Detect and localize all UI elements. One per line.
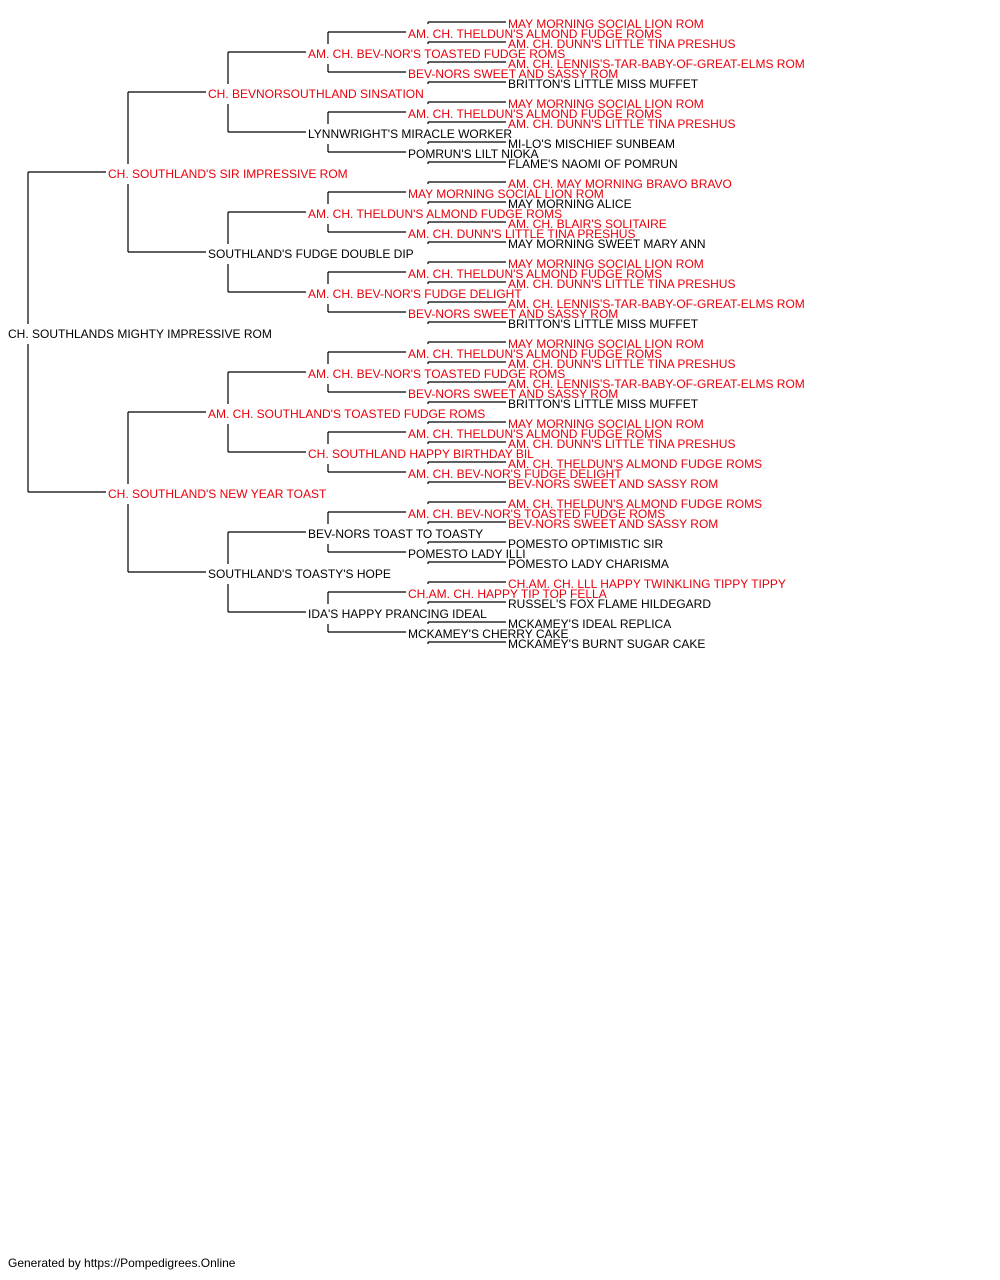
sire-name[interactable]: MAY MORNING SOCIAL LION ROM (508, 337, 704, 351)
dam-name[interactable]: BRITTON'S LITTLE MISS MUFFET (508, 77, 699, 91)
dam-name[interactable]: IDA'S HAPPY PRANCING IDEAL (308, 607, 487, 621)
dam-name[interactable]: SOUTHLAND'S FUDGE DOUBLE DIP (208, 247, 414, 261)
dam-name[interactable]: AM. CH. DUNN'S LITTLE TINA PRESHUS (508, 277, 735, 291)
sire-name[interactable]: AM. CH. THELDUN'S ALMOND FUDGE ROMS (408, 27, 662, 41)
sire-name[interactable]: MAY MORNING SOCIAL LION ROM (408, 187, 604, 201)
sire-name[interactable]: AM. CH. THELDUN'S ALMOND FUDGE ROMS (508, 457, 762, 471)
dam-name[interactable]: MCKAMEY'S CHERRY CAKE (408, 627, 569, 641)
dam-name[interactable]: AM. CH. DUNN'S LITTLE TINA PRESHUS (508, 37, 735, 51)
dam-name[interactable]: BEV-NORS SWEET AND SASSY ROM (408, 307, 618, 321)
sire-name[interactable]: AM. CH. THELDUN'S ALMOND FUDGE ROMS (408, 347, 662, 361)
sire-name[interactable]: AM. CH. BEV-NOR'S TOASTED FUDGE ROMS (308, 47, 565, 61)
dam-name[interactable]: AM. CH. BEV-NOR'S FUDGE DELIGHT (308, 287, 522, 301)
sire-name[interactable]: AM. CH. LENNIS'S-TAR-BABY-OF-GREAT-ELMS … (508, 297, 805, 311)
sire-name[interactable]: POMESTO OPTIMISTIC SIR (508, 537, 663, 551)
dam-name[interactable]: RUSSEL'S FOX FLAME HILDEGARD (508, 597, 711, 611)
dam-name[interactable]: AM. CH. DUNN'S LITTLE TINA PRESHUS (508, 437, 735, 451)
sire-name[interactable]: MAY MORNING SOCIAL LION ROM (508, 97, 704, 111)
sire-name[interactable]: AM. CH. THELDUN'S ALMOND FUDGE ROMS (508, 497, 762, 511)
dam-name[interactable]: POMESTO LADY CHARISMA (508, 557, 669, 571)
dam-name[interactable]: SOUTHLAND'S TOASTY'S HOPE (208, 567, 391, 581)
sire-name[interactable]: AM. CH. LENNIS'S-TAR-BABY-OF-GREAT-ELMS … (508, 377, 805, 391)
sire-name[interactable]: MAY MORNING SOCIAL LION ROM (508, 257, 704, 271)
sire-name[interactable]: AM. CH. THELDUN'S ALMOND FUDGE ROMS (408, 427, 662, 441)
sire-name[interactable]: AM. CH. THELDUN'S ALMOND FUDGE ROMS (308, 207, 562, 221)
dam-name[interactable]: BEV-NORS SWEET AND SASSY ROM (508, 517, 718, 531)
dam-name[interactable]: CH. SOUTHLAND HAPPY BIRTHDAY BIL (308, 447, 534, 461)
sire-name[interactable]: AM. CH. THELDUN'S ALMOND FUDGE ROMS (408, 107, 662, 121)
subject-dog-name[interactable]: CH. SOUTHLANDS MIGHTY IMPRESSIVE ROM (8, 327, 272, 341)
sire-name[interactable]: CH. BEVNORSOUTHLAND SINSATION (208, 87, 424, 101)
dam-name[interactable]: BRITTON'S LITTLE MISS MUFFET (508, 397, 699, 411)
dam-name[interactable]: AM. CH. DUNN'S LITTLE TINA PRESHUS (508, 117, 735, 131)
dam-name[interactable]: AM. CH. DUNN'S LITTLE TINA PRESHUS (508, 357, 735, 371)
dam-name[interactable]: MAY MORNING ALICE (508, 197, 632, 211)
dam-name[interactable]: BEV-NORS SWEET AND SASSY ROM (508, 477, 718, 491)
dam-name[interactable]: POMRUN'S LILT NIOKA (408, 147, 539, 161)
dam-name[interactable]: AM. CH. DUNN'S LITTLE TINA PRESHUS (408, 227, 635, 241)
dam-name[interactable]: MAY MORNING SWEET MARY ANN (508, 237, 706, 251)
sire-name[interactable]: AM. CH. LENNIS'S-TAR-BABY-OF-GREAT-ELMS … (508, 57, 805, 71)
sire-name[interactable]: AM. CH. SOUTHLAND'S TOASTED FUDGE ROMS (208, 407, 485, 421)
sire-name[interactable]: AM. CH. MAY MORNING BRAVO BRAVO (508, 177, 732, 191)
footer-credit: Generated by https://Pompedigrees.Online (8, 1256, 236, 1270)
dam-name[interactable]: CH. SOUTHLAND'S NEW YEAR TOAST (108, 487, 327, 501)
dam-name[interactable]: BEV-NORS SWEET AND SASSY ROM (408, 67, 618, 81)
dam-name[interactable]: BRITTON'S LITTLE MISS MUFFET (508, 317, 699, 331)
dam-name[interactable]: BEV-NORS SWEET AND SASSY ROM (408, 387, 618, 401)
dam-name[interactable]: AM. CH. BEV-NOR'S FUDGE DELIGHT (408, 467, 622, 481)
sire-name[interactable]: AM. CH. BLAIR'S SOLITAIRE (508, 217, 667, 231)
sire-name[interactable]: AM. CH. THELDUN'S ALMOND FUDGE ROMS (408, 267, 662, 281)
dam-name[interactable]: POMESTO LADY ILLI (408, 547, 526, 561)
sire-name[interactable]: AM. CH. BEV-NOR'S TOASTED FUDGE ROMS (308, 367, 565, 381)
sire-name[interactable]: MAY MORNING SOCIAL LION ROM (508, 417, 704, 431)
sire-name[interactable]: AM. CH. BEV-NOR'S TOASTED FUDGE ROMS (408, 507, 665, 521)
dam-name[interactable]: FLAME'S NAOMI OF POMRUN (508, 157, 678, 171)
sire-name[interactable]: CH.AM. CH. LLL HAPPY TWINKLING TIPPY TIP… (508, 577, 786, 591)
dam-name[interactable]: MCKAMEY'S BURNT SUGAR CAKE (508, 637, 705, 651)
sire-name[interactable]: BEV-NORS TOAST TO TOASTY (308, 527, 483, 541)
sire-name[interactable]: MAY MORNING SOCIAL LION ROM (508, 17, 704, 31)
dam-name[interactable]: LYNNWRIGHT'S MIRACLE WORKER (308, 127, 512, 141)
sire-name[interactable]: MCKAMEY'S IDEAL REPLICA (508, 617, 671, 631)
sire-name[interactable]: MI-LO'S MISCHIEF SUNBEAM (508, 137, 675, 151)
sire-name[interactable]: CH. SOUTHLAND'S SIR IMPRESSIVE ROM (108, 167, 348, 181)
sire-name[interactable]: CH.AM. CH. HAPPY TIP TOP FELLA (408, 587, 607, 601)
